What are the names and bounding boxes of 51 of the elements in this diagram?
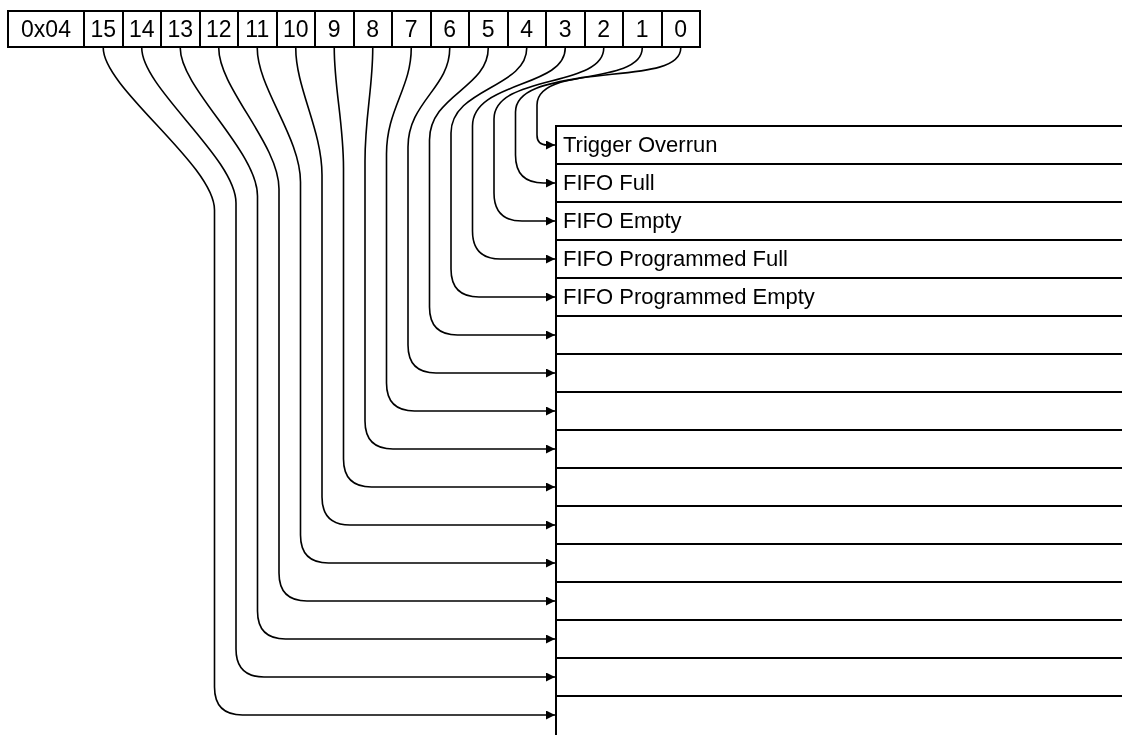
arrow [514, 47, 644, 188]
bit-number-cell: 2 [583, 10, 624, 48]
bit-number-cell: 3 [545, 10, 586, 48]
arrow [385, 47, 556, 416]
arrow [493, 47, 605, 226]
bit-number-cell: 7 [391, 10, 432, 48]
bit-number-cell: 14 [121, 10, 162, 48]
arrow [536, 47, 682, 150]
bit-field-row [555, 201, 1122, 241]
arrow [364, 47, 556, 454]
bit-field-row [555, 315, 1122, 355]
bit-number-cell: 0 [660, 10, 701, 48]
arrow [294, 47, 556, 530]
bit-field-row [555, 429, 1122, 469]
arrow [428, 47, 556, 340]
bit-number-cell: 6 [429, 10, 470, 48]
field-name: Trigger Overrun [563, 132, 718, 158]
register-address-cell: 0x04 [7, 10, 85, 48]
bit-field-row [555, 239, 1122, 279]
field-name: FIFO Programmed Full [563, 246, 788, 272]
arrow [217, 47, 556, 606]
bit-number-cell: 1 [622, 10, 663, 48]
arrow [450, 47, 556, 302]
bit-number-cell: 9 [314, 10, 355, 48]
bit-field-row [555, 619, 1122, 659]
bit-field-row [555, 581, 1122, 621]
bit-number-cell: 4 [506, 10, 547, 48]
bit-number-cell: 12 [198, 10, 239, 48]
bit-field-row [555, 695, 1122, 735]
bit-number-cell: 13 [160, 10, 201, 48]
bit-number-cell: 10 [275, 10, 316, 48]
arrow [333, 47, 556, 492]
bit-field-row [555, 657, 1122, 697]
bit-field-row [555, 353, 1122, 393]
arrow [256, 47, 556, 568]
arrow [407, 47, 556, 378]
bit-number-cell: 15 [83, 10, 124, 48]
bit-number-cell: 8 [352, 10, 393, 48]
bit-field-row [555, 163, 1122, 203]
bit-field-row [555, 505, 1122, 545]
bit-field-row [555, 543, 1122, 583]
bit-field-row [555, 277, 1122, 317]
bit-number-cell: 5 [468, 10, 509, 48]
field-name: FIFO Programmed Empty [563, 284, 815, 310]
bit-number-cell: 11 [237, 10, 278, 48]
bit-field-row [555, 391, 1122, 431]
field-name: FIFO Full [563, 170, 655, 196]
bit-field-row [555, 125, 1122, 165]
field-name: FIFO Empty [563, 208, 682, 234]
bit-field-row [555, 467, 1122, 507]
arrow [471, 47, 567, 264]
